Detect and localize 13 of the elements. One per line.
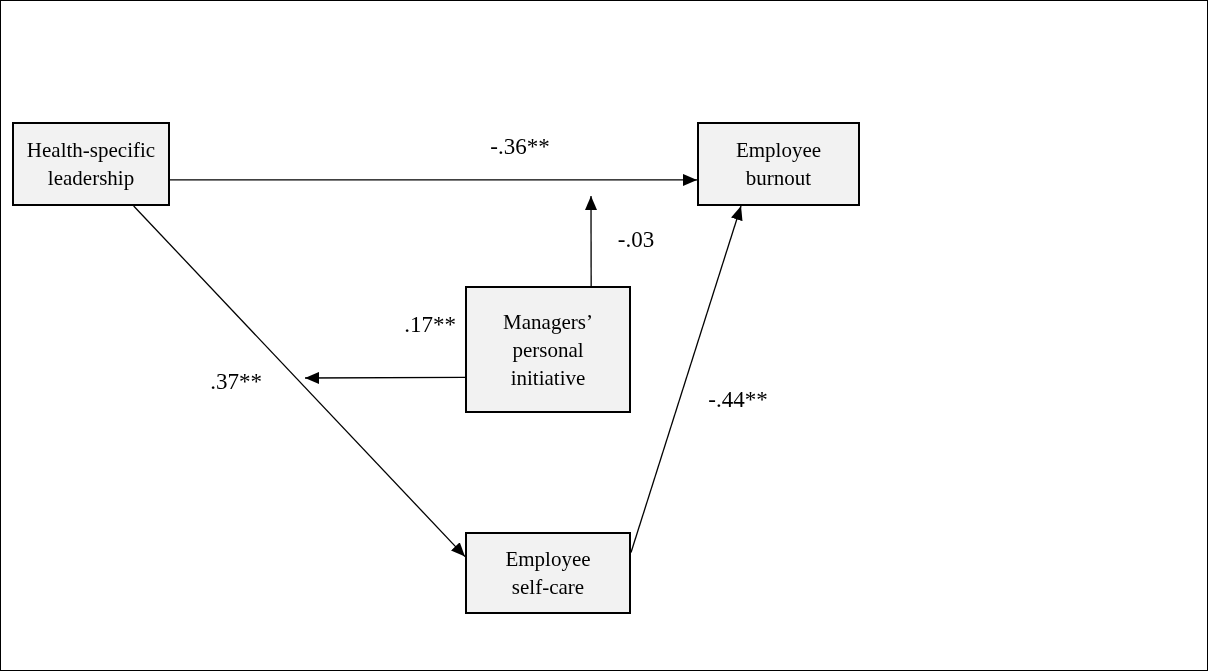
arrow: [304, 371, 466, 384]
path-coefficient: -.44**: [708, 386, 768, 414]
path-coefficient: -.03: [617, 226, 655, 254]
arrow: [169, 173, 698, 186]
variable-box: Health-specific leadership: [12, 122, 170, 206]
arrow: [133, 205, 466, 558]
variable-box: Managers’ personal initiative: [465, 286, 631, 413]
path-coefficient: -.36**: [490, 133, 550, 161]
variable-box: Employee self-care: [465, 532, 631, 614]
variable-box: Employee burnout: [697, 122, 860, 206]
path-coefficient: .37**: [210, 368, 262, 396]
arrow: [585, 195, 597, 287]
path-coefficient: .17**: [404, 311, 456, 339]
